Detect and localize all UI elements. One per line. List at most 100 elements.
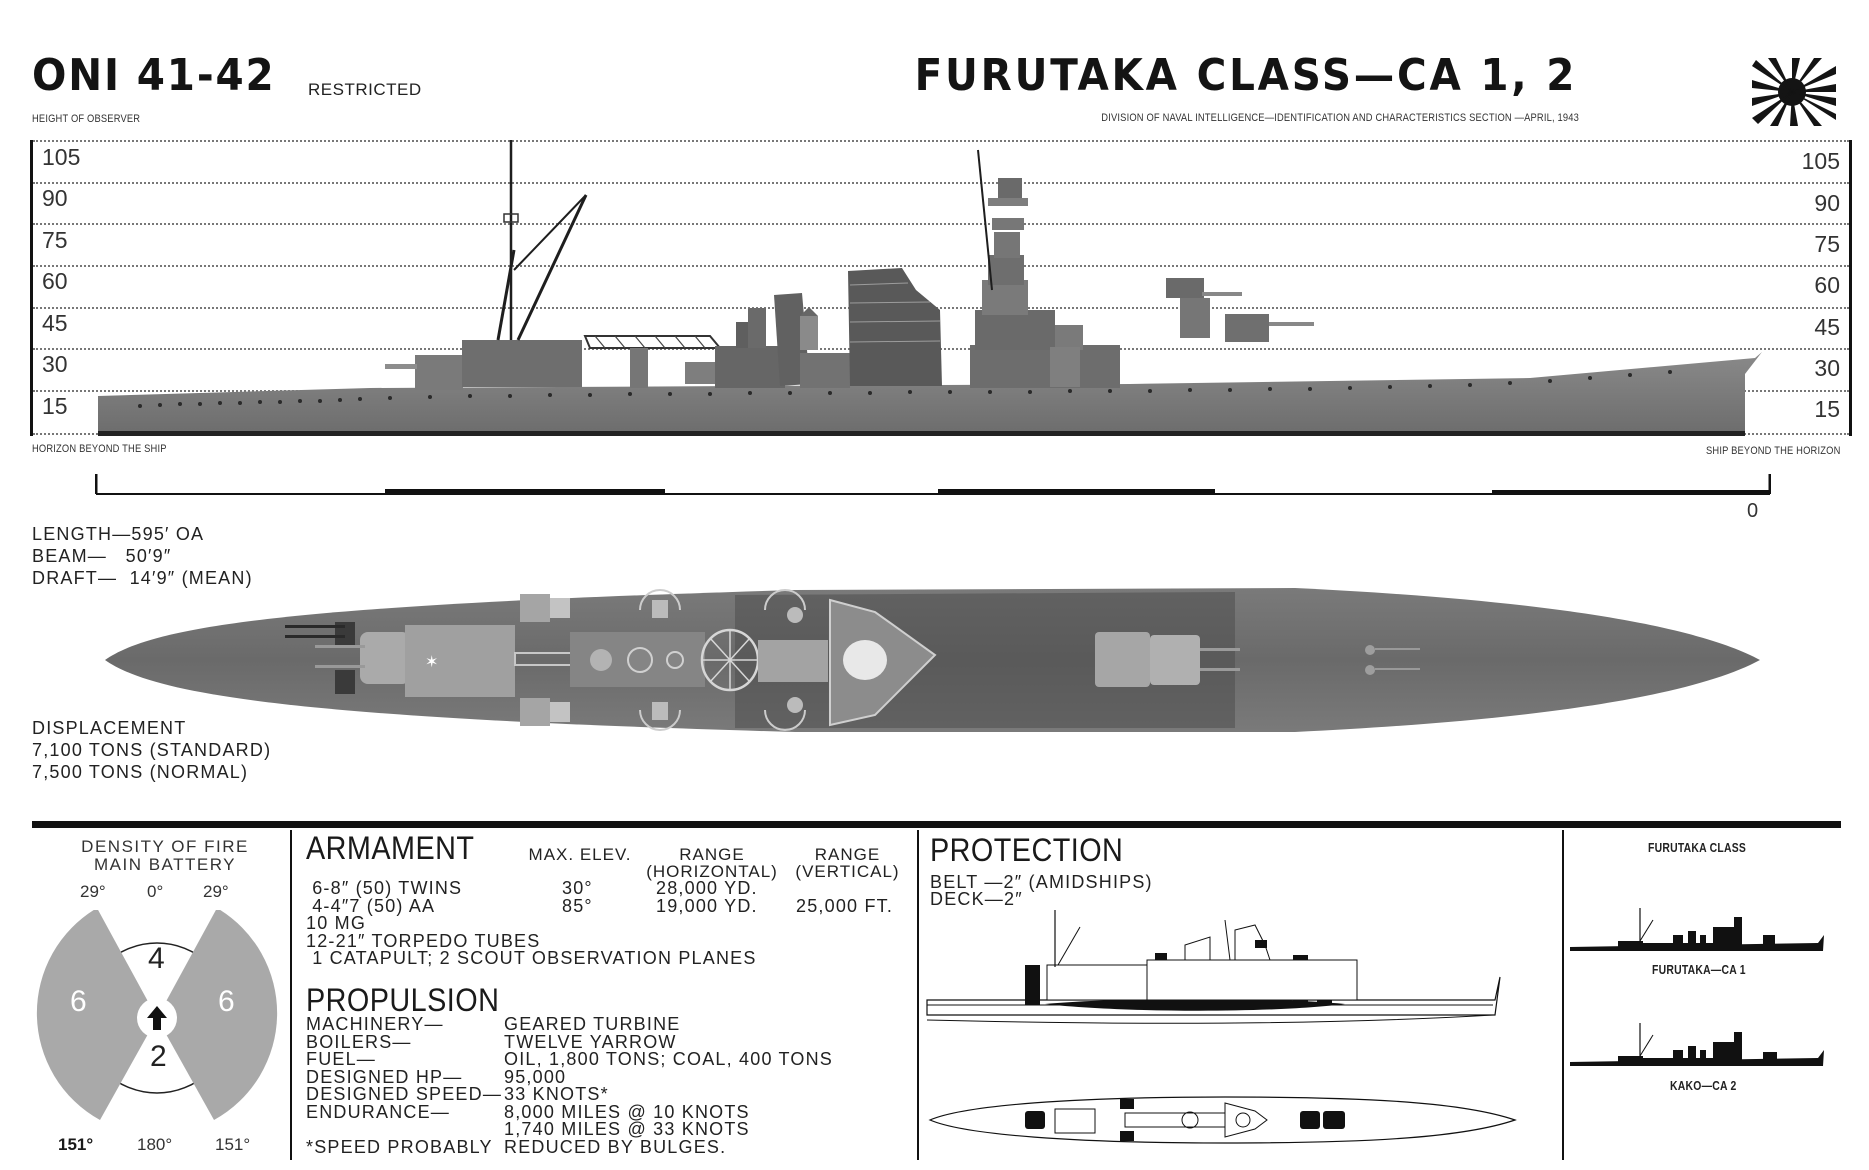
range-v-line2: (VERTICAL) xyxy=(795,862,900,881)
right-axis xyxy=(1849,140,1852,436)
elevation: 85° xyxy=(562,895,593,916)
class-title: FURUTAKA CLASS—CA 1, 2 xyxy=(914,50,1577,101)
gridline xyxy=(33,140,1849,142)
protection-title: PROTECTION xyxy=(930,832,1124,868)
silhouette-label-furutaka: FURUTAKA—CA 1 xyxy=(1652,962,1746,977)
propulsion-row: FUEL— OIL, 1,800 TONS; COAL, 400 TONS xyxy=(306,1049,906,1069)
horizon-beyond-ship-label: HORIZON BEYOND THE SHIP xyxy=(32,443,167,455)
tick-label-right: 30 xyxy=(1814,355,1840,381)
prop-value: 8,000 MILES @ 10 KNOTS xyxy=(504,1101,750,1122)
propulsion-footnote: *SPEED PROBABLY REDUCED BY BULGES. xyxy=(306,1136,906,1157)
draft-spec: DRAFT— 14′9″ (MEAN) xyxy=(32,568,253,588)
angle-label: 29° xyxy=(203,882,229,901)
belt-armor-spec: BELT —2″ (AMIDSHIPS) xyxy=(930,872,1153,892)
classification-label: RESTRICTED xyxy=(308,80,422,99)
rising-sun-flag-icon xyxy=(1752,58,1836,126)
length-scale-bar xyxy=(95,474,1771,495)
range-horizontal: 19,000 YD. xyxy=(656,895,758,916)
forward-sector-value: 4 xyxy=(148,942,165,975)
prop-label: BOILERS— xyxy=(306,1031,412,1052)
prop-label: DESIGNED SPEED— xyxy=(306,1084,503,1104)
propulsion-row: ENDURANCE— 8,000 MILES @ 10 KNOTS xyxy=(306,1101,906,1122)
tick-label-right: 15 xyxy=(1814,396,1840,422)
prop-label: FUEL— xyxy=(306,1049,377,1069)
propulsion-row: DESIGNED HP— 95,000 xyxy=(306,1066,906,1087)
tick-label-left: 105 xyxy=(42,144,81,170)
tick-label-left: 60 xyxy=(42,268,68,294)
prop-label: DESIGNED HP— xyxy=(306,1066,463,1087)
protection-plan-diagram xyxy=(928,1096,1517,1144)
document-id: ONI 41-42 xyxy=(32,50,276,101)
displacement-standard: 7,100 TONS (STANDARD) xyxy=(32,740,272,760)
gridline xyxy=(33,307,1849,309)
silhouette-class-title: FURUTAKA CLASS xyxy=(1648,840,1747,855)
ship-beyond-horizon-label: SHIP BEYOND THE HORIZON xyxy=(1706,445,1841,457)
tick-label-left: 30 xyxy=(42,351,68,377)
angle-label: 0° xyxy=(147,882,164,901)
starboard-sector-value: 6 xyxy=(218,985,235,1018)
density-of-fire-diagram xyxy=(36,910,278,1120)
range-h-line1: RANGE xyxy=(679,845,745,864)
range-vertical: 25,000 FT. xyxy=(796,895,894,916)
kako-silhouette xyxy=(1570,1023,1824,1066)
range-h-line2: (HORIZONTAL) xyxy=(646,862,778,881)
ship-plan-view-illustration: ✶ xyxy=(105,588,1760,732)
height-of-observer-label: HEIGHT OF OBSERVER xyxy=(32,113,141,125)
tick-label-left: 90 xyxy=(42,185,68,211)
tick-label-left: 75 xyxy=(42,227,68,253)
height-scale-chart: 105 90 75 60 45 30 15 105 90 75 60 45 30… xyxy=(30,140,1852,436)
publisher-subtitle: DIVISION OF NAVAL INTELLIGENCE—IDENTIFIC… xyxy=(1101,112,1579,124)
propulsion-title: PROPULSION xyxy=(306,982,500,1018)
gridline xyxy=(33,265,1849,267)
displacement-normal: 7,500 TONS (NORMAL) xyxy=(32,762,249,782)
weapon: 4-4″7 (50) AA xyxy=(306,895,436,916)
protection-profile-diagram xyxy=(926,910,1501,1024)
column-divider xyxy=(1562,830,1564,1160)
tick-label-right: 75 xyxy=(1814,231,1840,257)
elevation: 30° xyxy=(562,878,593,898)
angle-label: 151° xyxy=(215,1135,251,1154)
section-divider xyxy=(32,821,1841,828)
left-axis xyxy=(30,140,33,436)
silhouette-label-kako: KAKO—CA 2 xyxy=(1670,1078,1737,1093)
footnote-value: REDUCED BY BULGES. xyxy=(504,1136,727,1157)
weapon: 1 CATAPULT; 2 SCOUT OBSERVATION PLANES xyxy=(306,948,757,968)
tick-label-left: 15 xyxy=(42,393,68,419)
density-of-fire-title: DENSITY OF FIRE MAIN BATTERY xyxy=(40,838,290,874)
range-vertical-header: RANGE (VERTICAL) xyxy=(790,846,905,880)
dimensions-block: LENGTH—595′ OA BEAM— 50′9″ DRAFT— 14′9″ … xyxy=(32,523,253,589)
scale-zero-label: 0 xyxy=(1747,500,1759,522)
port-sector-value: 6 xyxy=(70,985,87,1018)
displacement-title: DISPLACEMENT xyxy=(32,718,187,738)
prop-label: ENDURANCE— xyxy=(306,1101,451,1122)
tick-label-right: 60 xyxy=(1814,272,1840,298)
ship-profile-illustration xyxy=(98,140,1762,436)
dof-title-line2: MAIN BATTERY xyxy=(93,855,237,874)
length-spec: LENGTH—595′ OA xyxy=(32,524,205,544)
gridline xyxy=(33,223,1849,225)
furutaka-silhouette xyxy=(1570,908,1824,951)
gridline xyxy=(33,182,1849,184)
tick-label-right: 90 xyxy=(1814,190,1840,216)
column-divider xyxy=(290,830,292,1160)
prop-value: 1,740 MILES @ 33 KNOTS xyxy=(504,1119,750,1139)
angle-label: 29° xyxy=(80,882,106,901)
dof-title-line1: DENSITY OF FIRE xyxy=(81,837,249,856)
prop-value: 33 KNOTS* xyxy=(504,1084,609,1104)
tick-label-right: 45 xyxy=(1814,314,1840,340)
weapon: 10 MG xyxy=(306,913,367,933)
column-divider xyxy=(917,830,919,1160)
range-v-line1: RANGE xyxy=(814,845,881,864)
displacement-block: DISPLACEMENT 7,100 TONS (STANDARD) 7,500… xyxy=(32,717,271,783)
propulsion-row: MACHINERY— GEARED TURBINE xyxy=(306,1014,906,1034)
propulsion-table: MACHINERY— GEARED TURBINE BOILERS— TWELV… xyxy=(306,1014,906,1157)
range-horizontal-header: RANGE (HORIZONTAL) xyxy=(642,846,782,880)
prop-value: OIL, 1,800 TONS; COAL, 400 TONS xyxy=(504,1049,834,1069)
footnote-label: *SPEED PROBABLY xyxy=(306,1136,493,1157)
weapon: 12-21″ TORPEDO TUBES xyxy=(306,930,541,951)
tick-label-right: 105 xyxy=(1801,148,1840,174)
angle-label: 180° xyxy=(137,1135,173,1154)
prop-value: 95,000 xyxy=(504,1066,567,1087)
max-elev-header: MAX. ELEV. xyxy=(528,845,632,864)
prop-label: MACHINERY— xyxy=(306,1014,444,1034)
